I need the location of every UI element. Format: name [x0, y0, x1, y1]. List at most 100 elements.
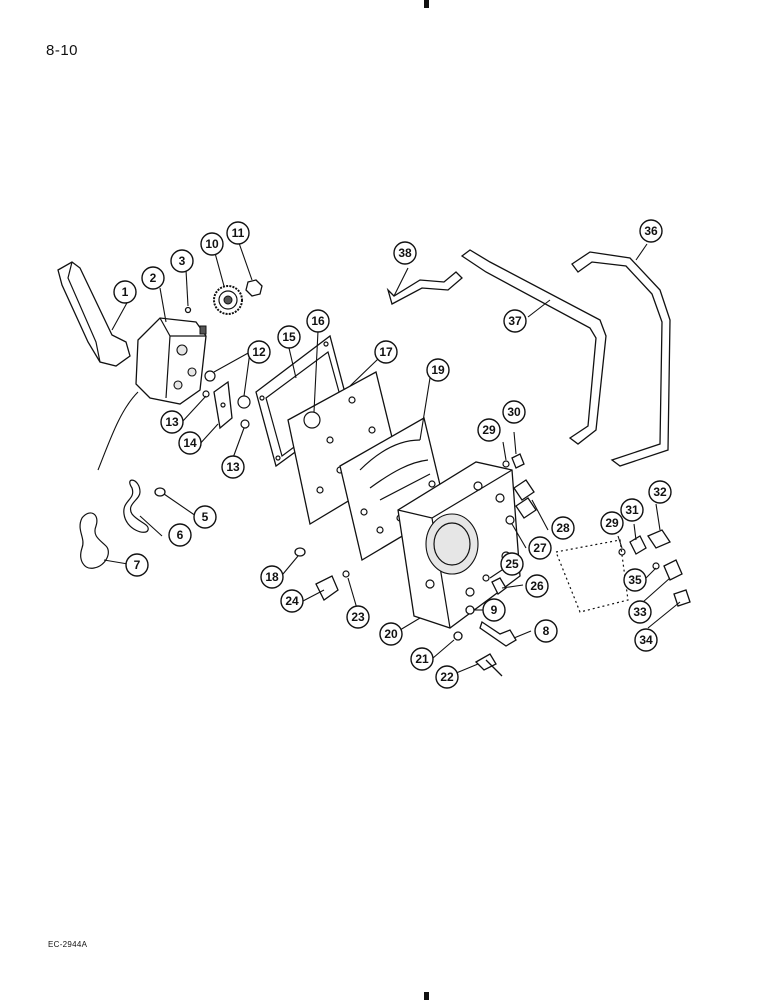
part-21-washer	[453, 631, 463, 641]
part-37-tube	[460, 249, 607, 445]
callout-33: 33	[628, 600, 652, 624]
svg-text:29: 29	[605, 516, 619, 530]
callout-14: 14	[178, 431, 202, 455]
part-12-o-ring	[204, 370, 216, 382]
callout-28: 28	[551, 516, 575, 540]
callout-22: 22	[435, 665, 459, 689]
callout-18: 18	[260, 565, 284, 589]
svg-text:7: 7	[134, 558, 141, 572]
callout-29: 29	[477, 418, 501, 442]
svg-text:24: 24	[285, 594, 299, 608]
part-14-plate	[213, 380, 233, 430]
part-3-washer	[184, 306, 192, 314]
svg-text:16: 16	[311, 314, 325, 328]
svg-text:14: 14	[183, 436, 197, 450]
callout-38: 38	[393, 241, 417, 265]
callout-23: 23	[346, 605, 370, 629]
callout-34: 34	[634, 628, 658, 652]
callout-36: 36	[639, 219, 663, 243]
part-9-washer	[465, 605, 475, 615]
leader-lines	[103, 242, 681, 677]
callout-10: 10	[200, 232, 224, 256]
callout-16: 16	[306, 309, 330, 333]
svg-text:38: 38	[398, 246, 412, 260]
callout-27: 27	[528, 536, 552, 560]
svg-text:15: 15	[282, 330, 296, 344]
svg-text:10: 10	[205, 237, 219, 251]
callout-24: 24	[280, 589, 304, 613]
svg-text:29: 29	[482, 423, 496, 437]
part-8-bolt	[479, 620, 517, 647]
callout-30: 30	[502, 400, 526, 424]
callout-7: 7	[125, 553, 149, 577]
callout-8: 8	[534, 619, 558, 643]
callout-13: 13	[221, 455, 245, 479]
part-25-o-ring	[482, 574, 490, 582]
callout-13: 13	[160, 410, 184, 434]
callout-20: 20	[379, 622, 403, 646]
svg-text:8: 8	[543, 624, 550, 638]
svg-text:12: 12	[252, 345, 266, 359]
callout-2: 2	[141, 266, 165, 290]
svg-text:36: 36	[644, 224, 658, 238]
svg-text:13: 13	[165, 415, 179, 429]
svg-text:6: 6	[177, 528, 184, 542]
callout-19: 19	[426, 358, 450, 382]
svg-text:1: 1	[122, 285, 129, 299]
svg-text:17: 17	[379, 345, 393, 359]
part-22-bolt	[474, 653, 503, 677]
callout-12: 12	[247, 340, 271, 364]
part-7-seal	[79, 512, 109, 569]
svg-text:34: 34	[639, 633, 653, 647]
part-18-plug	[294, 547, 306, 557]
callout-15: 15	[277, 325, 301, 349]
callout-37: 37	[503, 309, 527, 333]
svg-text:26: 26	[530, 579, 544, 593]
callout-17: 17	[374, 340, 398, 364]
part-13-o-ring	[202, 390, 210, 398]
part-23-o-ring	[342, 570, 350, 578]
svg-text:13: 13	[226, 460, 240, 474]
callout-32: 32	[648, 480, 672, 504]
callout-29: 29	[600, 511, 624, 535]
svg-text:31: 31	[625, 503, 639, 517]
part-29-o-ring	[502, 460, 510, 468]
part-38-tube	[386, 271, 463, 305]
part-10-gear	[213, 285, 243, 315]
svg-text:20: 20	[384, 627, 398, 641]
callout-31: 31	[620, 498, 644, 522]
svg-text:32: 32	[653, 485, 667, 499]
callout-11: 11	[226, 221, 250, 245]
svg-text:2: 2	[150, 271, 157, 285]
svg-text:35: 35	[628, 573, 642, 587]
right-side-fittings	[555, 529, 691, 613]
svg-text:25: 25	[505, 557, 519, 571]
callout-6: 6	[168, 523, 192, 547]
callout-9: 9	[482, 598, 506, 622]
bottom-crop-mark	[424, 992, 429, 1000]
part-27-o-ring	[505, 515, 515, 525]
page-number: 8-10	[46, 42, 79, 59]
callout-3: 3	[170, 249, 194, 273]
part-30-fitting	[511, 453, 525, 469]
svg-text:28: 28	[556, 521, 570, 535]
svg-text:23: 23	[351, 610, 365, 624]
svg-text:33: 33	[633, 605, 647, 619]
svg-text:37: 37	[508, 314, 522, 328]
part-11-nut	[245, 279, 263, 297]
callout-35: 35	[623, 568, 647, 592]
svg-text:9: 9	[491, 603, 498, 617]
svg-text:27: 27	[533, 541, 547, 555]
svg-text:18: 18	[265, 570, 279, 584]
svg-text:22: 22	[440, 670, 454, 684]
part-6-seal	[123, 479, 149, 533]
svg-text:3: 3	[179, 254, 186, 268]
part-1-elbow-tube	[57, 261, 131, 367]
callout-5: 5	[193, 505, 217, 529]
svg-text:21: 21	[415, 652, 429, 666]
part-36-tube	[571, 251, 671, 467]
part-24-filter	[315, 575, 339, 601]
svg-text:11: 11	[232, 226, 245, 240]
svg-text:30: 30	[507, 405, 521, 419]
